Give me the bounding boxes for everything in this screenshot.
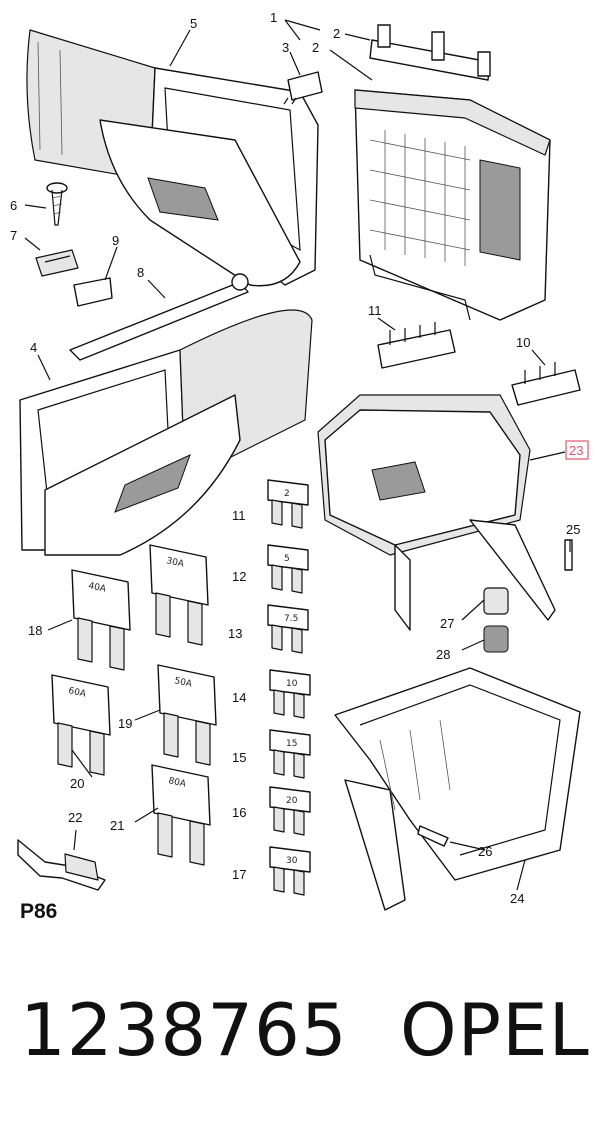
part-27-grommet <box>483 587 509 615</box>
callout-25: 25 <box>566 522 580 537</box>
callout-17: 17 <box>232 867 246 882</box>
part-3-connector <box>283 71 323 105</box>
fuse-rating: 60A <box>67 686 87 700</box>
footer: 1238765 OPEL <box>0 985 600 1075</box>
callout-16: 16 <box>232 805 246 820</box>
callout-14: 14 <box>232 690 246 705</box>
mini-fuse-group: 2 5 7.5 10 15 20 30 <box>267 479 311 896</box>
part-26-screw <box>417 825 449 847</box>
callout-2: 2 <box>312 40 319 55</box>
part-22-terminal <box>17 839 106 891</box>
maxi-fuse: 30A <box>149 544 209 646</box>
callout-18: 18 <box>28 623 42 638</box>
maxi-fuse: 40A <box>71 569 131 671</box>
fuse-rating: 30A <box>165 556 185 570</box>
leader-lines <box>24 19 571 891</box>
mini-fuse: 15 <box>269 729 311 779</box>
part-4-lower-tray <box>19 309 313 556</box>
maxi-fuse-group: 40A 30A 60A 50A 80A <box>51 544 217 866</box>
callout-23-highlight: 23 <box>565 440 589 460</box>
callout-23-box <box>565 440 589 460</box>
callout-1: 1 <box>270 10 277 25</box>
part-7-clip <box>35 249 79 277</box>
fuse-rating: 80A <box>167 776 187 790</box>
fuse-rating: 30 <box>286 856 298 866</box>
mini-fuse: 2 <box>267 479 309 529</box>
mini-fuse: 10 <box>269 669 311 719</box>
callout-21: 21 <box>110 818 124 833</box>
callout-26: 26 <box>478 844 492 859</box>
fuse-rating: 15 <box>286 739 297 749</box>
fuse-rating: 7.5 <box>284 614 298 624</box>
part-2-fuse-box <box>354 24 551 321</box>
mini-fuse: 20 <box>269 786 311 836</box>
callout-6: 6 <box>10 198 17 213</box>
fuse-rating: 50A <box>173 676 193 690</box>
mini-fuse: 7.5 <box>267 604 309 654</box>
callout-28: 28 <box>436 647 450 662</box>
part-11-terminal-strip <box>377 322 456 369</box>
callout-10: 10 <box>516 335 530 350</box>
fuse-rating: 20 <box>286 796 298 806</box>
fuse-rating: 40A <box>87 581 107 595</box>
callout-7: 7 <box>10 228 17 243</box>
fuse-rating: 5 <box>284 554 290 564</box>
callout-19: 19 <box>118 716 132 731</box>
mini-fuse: 5 <box>267 544 309 594</box>
part-23-fuse-cover <box>317 394 556 631</box>
callout-5: 5 <box>190 16 197 31</box>
callout-13: 13 <box>228 626 242 641</box>
callout-4: 4 <box>30 340 37 355</box>
part-6-screw <box>46 182 68 226</box>
callout-24: 24 <box>510 891 524 906</box>
maxi-fuse: 50A <box>157 664 217 766</box>
callout-11: 11 <box>232 508 246 523</box>
callout-27: 27 <box>440 616 454 631</box>
callout-9: 9 <box>112 233 119 248</box>
maxi-fuse: 60A <box>51 674 111 776</box>
callout-labels: 1 2 2 3 4 5 6 7 8 9 10 11 11 12 13 14 15… <box>10 10 580 906</box>
part-28-grommet <box>483 625 509 653</box>
part-5-upper-tray <box>26 29 319 287</box>
callout-12: 12 <box>232 569 246 584</box>
callout-22: 22 <box>68 810 82 825</box>
mini-fuse: 30 <box>269 846 311 896</box>
brand-name: OPEL <box>400 988 590 1072</box>
callout-2-top: 2 <box>333 26 340 41</box>
part-9-pad <box>73 277 113 307</box>
fuse-rating: 2 <box>284 489 290 499</box>
maxi-fuse: 80A <box>151 764 211 866</box>
part-8-rod <box>69 273 249 361</box>
part-24-bracket <box>334 667 581 911</box>
part-10-terminal-strip <box>511 362 581 406</box>
callout-20: 20 <box>70 776 84 791</box>
part-25-bolt <box>564 539 573 571</box>
fuse-rating: 10 <box>286 679 298 689</box>
callout-23: 23 <box>569 443 583 458</box>
callout-3: 3 <box>282 40 289 55</box>
callout-15: 15 <box>232 750 246 765</box>
part-number: 1238765 <box>20 988 348 1072</box>
callout-11-strip: 11 <box>368 303 382 318</box>
diagram-code: P86 <box>20 900 58 923</box>
callout-8: 8 <box>137 265 144 280</box>
